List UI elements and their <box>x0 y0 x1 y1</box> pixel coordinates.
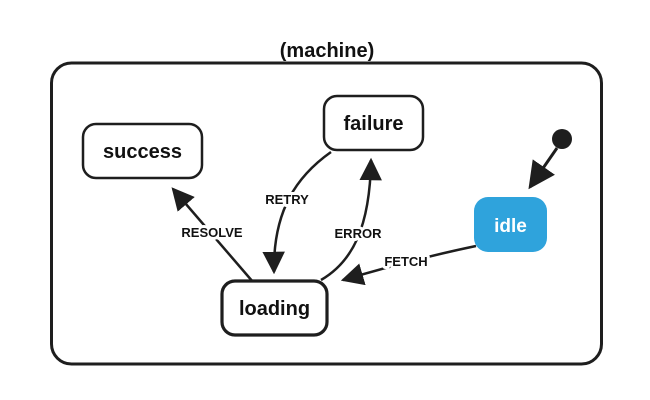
transition-error-arrow <box>320 157 382 282</box>
state-node-loading[interactable]: loading <box>220 279 329 337</box>
event-fetch-label[interactable]: FETCH <box>381 251 430 272</box>
state-loading-box <box>220 279 329 337</box>
state-loading-label: loading <box>239 298 310 320</box>
initial-state-arrow <box>528 147 559 190</box>
state-node-failure[interactable]: failure <box>322 94 425 152</box>
state-node-idle-active[interactable]: idle <box>474 197 547 252</box>
transition-resolve-arrow <box>171 187 254 283</box>
initial-state-dot <box>552 129 572 149</box>
transition-fetch-arrow <box>340 244 477 286</box>
state-node-success[interactable]: success <box>81 122 204 180</box>
state-success-box <box>81 122 204 180</box>
state-failure-label: failure <box>343 113 403 135</box>
state-idle-label: idle <box>494 216 527 237</box>
event-retry-label[interactable]: RETRY <box>262 189 312 210</box>
state-success-label: success <box>103 141 182 163</box>
machine-title: (machine) <box>280 40 374 62</box>
machine-container <box>50 61 603 366</box>
event-resolve-label[interactable]: RESOLVE <box>178 222 245 243</box>
event-error-label[interactable]: ERROR <box>332 223 386 244</box>
state-idle-box <box>474 197 547 252</box>
transition-retry-arrow <box>262 150 332 275</box>
state-failure-box <box>322 94 425 152</box>
